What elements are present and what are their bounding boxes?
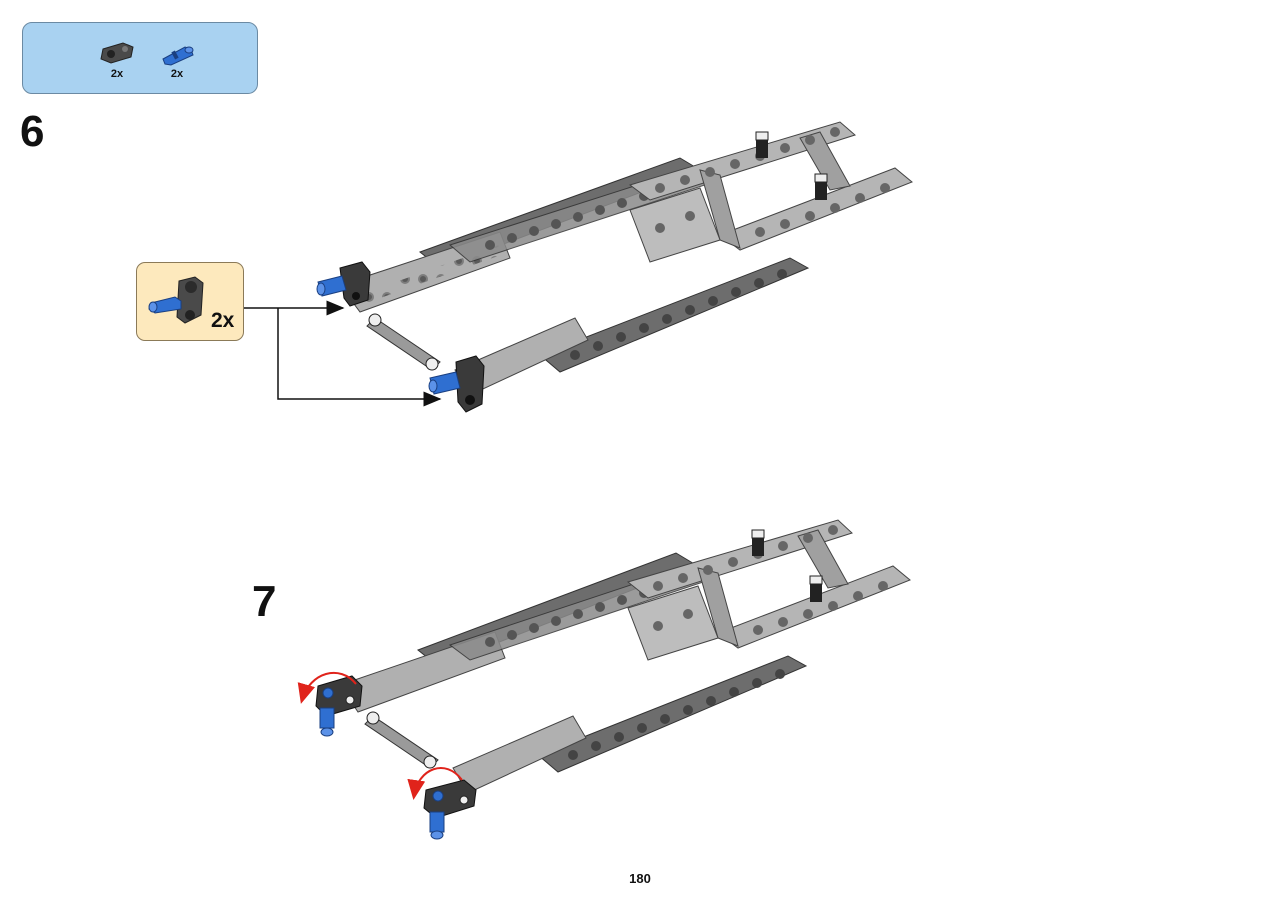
blue-pin-part-icon	[162, 46, 194, 66]
step6-model	[316, 121, 913, 413]
step7-rotation-arrow-lower	[407, 767, 463, 800]
step7-connector-lower	[423, 779, 477, 840]
parts-item-qty: 2x	[170, 68, 184, 80]
step6-callout-arrows	[244, 300, 442, 407]
step7-connector-upper	[315, 675, 363, 737]
connector-with-pin-icon	[148, 276, 204, 324]
step6-frame-pins	[755, 131, 828, 200]
step7-dark-beam-lower	[537, 655, 808, 773]
page-number: 180	[629, 871, 651, 886]
step7-model	[297, 519, 911, 840]
connector-part-icon	[100, 42, 134, 64]
step-number-6: 6	[20, 107, 45, 156]
parts-item-qty: 2x	[110, 68, 124, 80]
parts-item-blue-pin: 2x	[155, 37, 199, 80]
parts-list-box: 2x 2x	[22, 22, 258, 94]
step6-connector-upper	[316, 261, 371, 307]
step-number-7: 7	[252, 577, 277, 626]
step6-frame-crossbeam	[629, 187, 721, 263]
parts-item-connector: 2x	[95, 37, 139, 80]
step6-connector-lower	[428, 355, 485, 413]
step6-dark-beam-lower	[539, 257, 810, 373]
step7-frame-pins	[751, 529, 823, 602]
step7-rotation-arrow-upper	[297, 671, 357, 704]
callout-qty: 2x	[211, 309, 235, 332]
step6-callout-box: 2x	[136, 262, 244, 341]
